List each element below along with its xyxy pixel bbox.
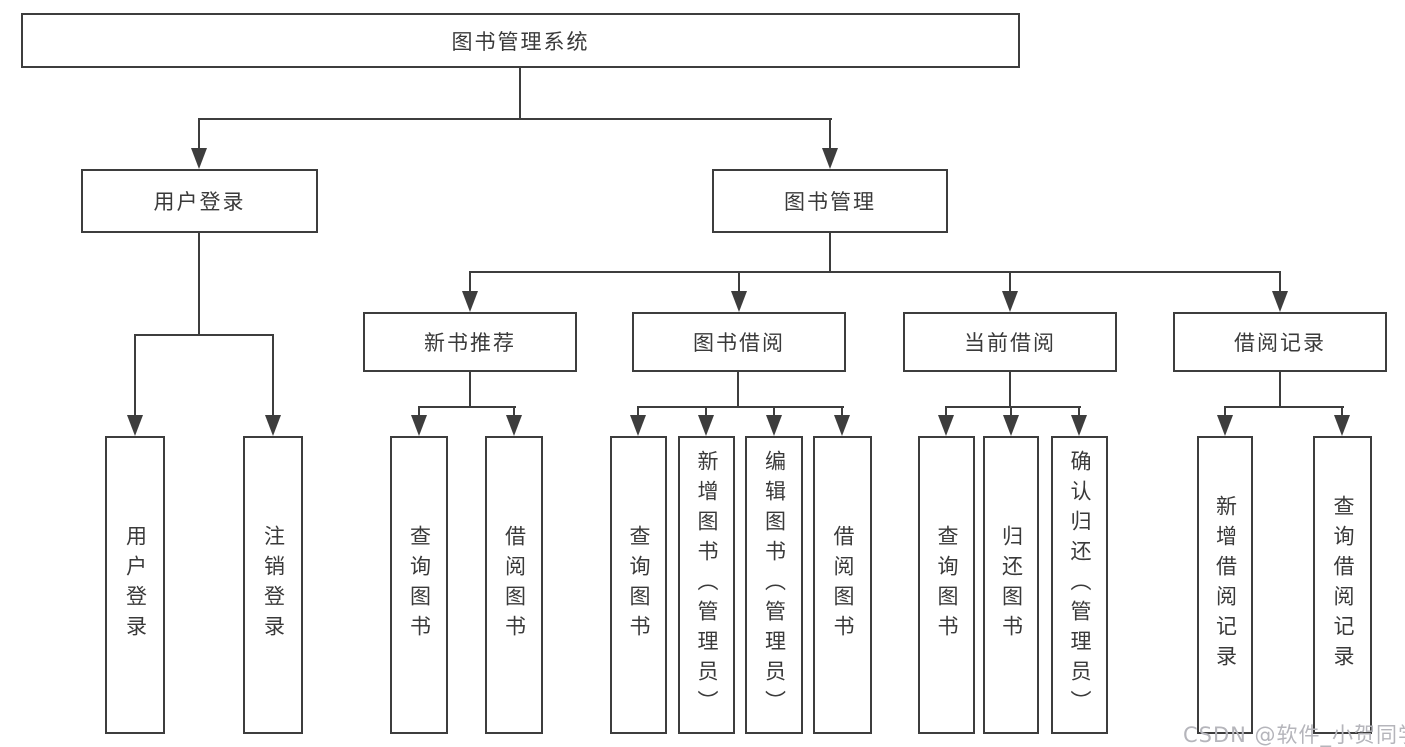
connector-line: [945, 406, 947, 417]
connector-line: [198, 118, 832, 120]
leaf-record-query-label: 查询借阅记录: [1331, 495, 1355, 675]
arrow-down-icon: [411, 415, 427, 436]
leaf-borrow-query-label: 查询图书: [627, 525, 651, 645]
connector-line: [198, 118, 200, 150]
connector-line: [513, 406, 515, 417]
node-borrow-records-label: 借阅记录: [1234, 331, 1326, 355]
arrow-down-icon: [462, 291, 478, 312]
node-current-borrow: 当前借阅: [903, 312, 1117, 372]
leaf-logout: 注销登录: [243, 436, 303, 734]
csdn-watermark: CSDN @软件_小贺同学: [1183, 723, 1405, 747]
connector-line: [519, 68, 521, 119]
leaf-borrow-add-admin: 新增图书（管理员）: [678, 436, 735, 734]
arrow-down-icon: [1217, 415, 1233, 436]
connector-line: [841, 406, 843, 417]
arrow-down-icon: [265, 415, 281, 436]
node-book-borrow: 图书借阅: [632, 312, 846, 372]
connector-line: [945, 406, 1081, 408]
connector-line: [469, 271, 471, 293]
leaf-borrow-add-admin-label: 新增图书（管理员）: [695, 450, 719, 720]
leaf-newbook-borrow-label: 借阅图书: [502, 525, 527, 645]
connector-line: [637, 406, 639, 417]
leaf-record-query: 查询借阅记录: [1313, 436, 1372, 734]
leaf-newbook-borrow: 借阅图书: [485, 436, 543, 734]
connector-line: [1010, 406, 1012, 417]
leaf-current-confirm-admin: 确认归还（管理员）: [1051, 436, 1108, 734]
connector-line: [272, 334, 274, 417]
leaf-borrow-borrow: 借阅图书: [813, 436, 872, 734]
connector-line: [1224, 406, 1226, 417]
connector-line: [134, 334, 136, 417]
arrow-down-icon: [506, 415, 522, 436]
connector-line: [134, 334, 274, 336]
node-root: 图书管理系统: [21, 13, 1020, 68]
leaf-newbook-query: 查询图书: [390, 436, 448, 734]
leaf-current-query-label: 查询图书: [935, 525, 959, 645]
node-new-book-recommend: 新书推荐: [363, 312, 577, 372]
arrow-down-icon: [766, 415, 782, 436]
arrow-down-icon: [630, 415, 646, 436]
arrow-down-icon: [822, 148, 838, 169]
arrow-down-icon: [1003, 415, 1019, 436]
connector-line: [469, 372, 471, 408]
connector-line: [829, 118, 831, 150]
arrow-down-icon: [191, 148, 207, 169]
leaf-current-return: 归还图书: [983, 436, 1039, 734]
arrow-down-icon: [698, 415, 714, 436]
leaf-user-login: 用户登录: [105, 436, 165, 734]
connector-line: [1009, 271, 1011, 293]
connector-line: [737, 372, 739, 408]
leaf-newbook-query-label: 查询图书: [407, 525, 432, 645]
leaf-logout-label: 注销登录: [261, 525, 286, 645]
leaf-user-login-label: 用户登录: [123, 525, 148, 645]
node-current-borrow-label: 当前借阅: [964, 331, 1056, 355]
leaf-record-add-label: 新增借阅记录: [1213, 495, 1238, 675]
arrow-down-icon: [834, 415, 850, 436]
node-root-label: 图书管理系统: [451, 29, 590, 54]
connector-line: [1279, 271, 1281, 293]
node-book-borrow-label: 图书借阅: [693, 331, 785, 355]
connector-line: [1078, 406, 1080, 417]
arrow-down-icon: [1071, 415, 1087, 436]
leaf-current-confirm-admin-label: 确认归还（管理员）: [1068, 450, 1092, 720]
arrow-down-icon: [938, 415, 954, 436]
arrow-down-icon: [731, 291, 747, 312]
connector-line: [1341, 406, 1343, 417]
connector-line: [1279, 372, 1281, 408]
node-book-management: 图书管理: [712, 169, 948, 233]
leaf-borrow-query: 查询图书: [610, 436, 667, 734]
node-new-book-recommend-label: 新书推荐: [424, 331, 516, 355]
leaf-borrow-edit-admin-label: 编辑图书（管理员）: [762, 450, 787, 720]
arrow-down-icon: [1272, 291, 1288, 312]
connector-line: [469, 271, 1281, 273]
node-book-management-label: 图书管理: [784, 190, 876, 214]
arrow-down-icon: [127, 415, 143, 436]
node-user-login: 用户登录: [81, 169, 318, 233]
connector-line: [738, 271, 740, 293]
connector-line: [1224, 406, 1344, 408]
connector-line: [705, 406, 707, 417]
leaf-borrow-borrow-label: 借阅图书: [831, 525, 855, 645]
arrow-down-icon: [1002, 291, 1018, 312]
connector-line: [198, 233, 200, 336]
arrow-down-icon: [1334, 415, 1350, 436]
node-user-login-label: 用户登录: [153, 190, 246, 214]
leaf-current-query: 查询图书: [918, 436, 975, 734]
connector-line: [418, 406, 420, 417]
connector-line: [418, 406, 516, 408]
leaf-current-return-label: 归还图书: [999, 525, 1024, 645]
leaf-record-add: 新增借阅记录: [1197, 436, 1253, 734]
connector-line: [637, 406, 844, 408]
node-borrow-records: 借阅记录: [1173, 312, 1387, 372]
connector-line: [1009, 372, 1011, 408]
connector-line: [829, 233, 831, 273]
leaf-borrow-edit-admin: 编辑图书（管理员）: [745, 436, 803, 734]
connector-line: [773, 406, 775, 417]
